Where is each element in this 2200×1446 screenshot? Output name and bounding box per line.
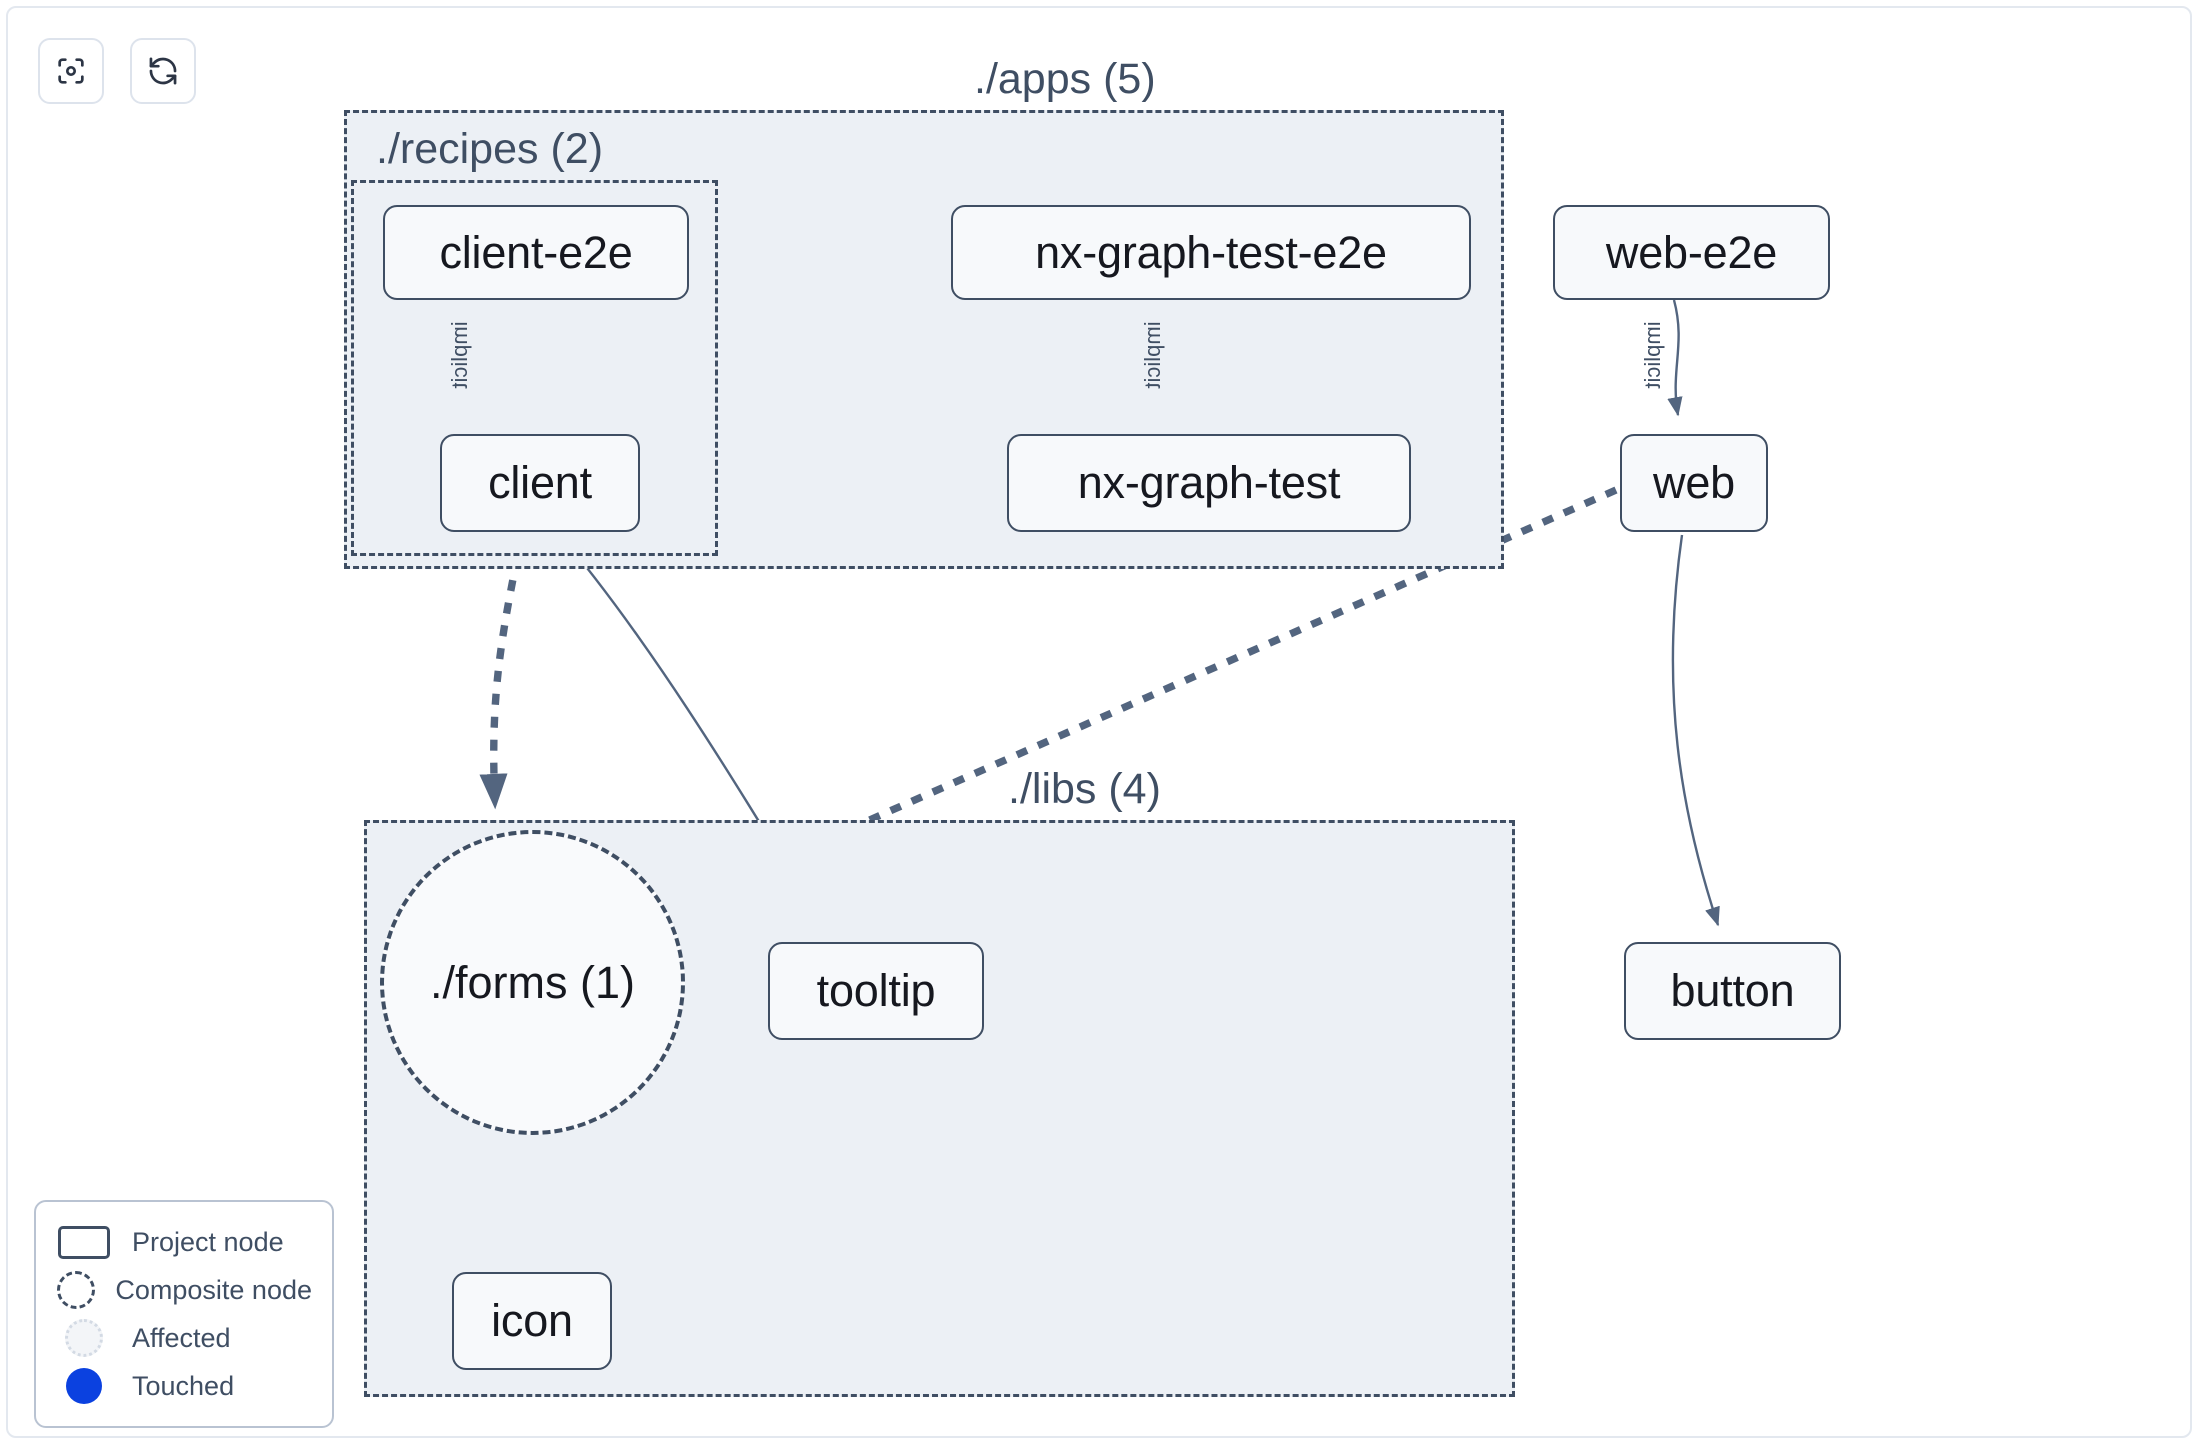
- edge-label-nx-graph-test-e2e-implicit: implicit: [1140, 321, 1165, 389]
- node-web-e2e[interactable]: web-e2e: [1553, 205, 1830, 300]
- group-label-recipes[interactable]: ./recipes (2): [376, 125, 604, 173]
- graph-toolbar: [38, 38, 196, 104]
- node-label: icon: [491, 1295, 573, 1346]
- graph-legend: Project node Composite node Affected Tou…: [34, 1200, 334, 1428]
- node-label: tooltip: [816, 965, 936, 1016]
- node-tooltip[interactable]: tooltip: [768, 942, 984, 1040]
- node-label: web: [1653, 457, 1735, 508]
- edge-web-e2e-to-web[interactable]: [1667, 299, 1683, 417]
- group-label-libs[interactable]: ./libs (4): [1008, 765, 1161, 813]
- legend-label: Composite node: [115, 1274, 312, 1305]
- edge-label-client-e2e-implicit: implicit: [447, 321, 472, 389]
- legend-item-affected: Affected: [56, 1314, 312, 1362]
- node-icon[interactable]: icon: [452, 1272, 612, 1370]
- node-label: client: [488, 457, 592, 508]
- focus-target-icon: [54, 54, 88, 88]
- legend-label: Touched: [132, 1370, 235, 1401]
- refresh-graph-button[interactable]: [130, 38, 196, 104]
- refresh-sync-icon: [146, 54, 180, 88]
- node-label: web-e2e: [1605, 226, 1778, 278]
- node-label: nx-graph-test: [1077, 457, 1341, 508]
- project-node-swatch: [56, 1225, 112, 1259]
- node-label: client-e2e: [439, 226, 633, 278]
- node-nx-graph-test-e2e[interactable]: nx-graph-test-e2e: [951, 205, 1471, 300]
- node-button[interactable]: button: [1624, 942, 1841, 1040]
- legend-item-touched: Touched: [56, 1362, 312, 1410]
- node-web[interactable]: web: [1620, 434, 1768, 532]
- node-nx-graph-test[interactable]: nx-graph-test: [1007, 434, 1411, 532]
- node-label: nx-graph-test-e2e: [1035, 226, 1387, 278]
- group-label-apps[interactable]: ./apps (5): [974, 55, 1156, 103]
- node-client[interactable]: client: [440, 434, 640, 532]
- composite-node-swatch: [56, 1271, 95, 1309]
- edge-label-web-e2e-implicit: implicit: [1640, 321, 1665, 389]
- node-label: ./forms (1): [429, 956, 635, 1008]
- node-client-e2e[interactable]: client-e2e: [383, 205, 689, 300]
- legend-label: Affected: [132, 1322, 231, 1353]
- node-label: button: [1670, 965, 1795, 1016]
- edge-client-to-forms[interactable]: [479, 534, 526, 810]
- legend-item-composite-node: Composite node: [56, 1266, 312, 1314]
- edge-web-to-button[interactable]: [1671, 534, 1720, 927]
- legend-label: Project node: [132, 1226, 284, 1257]
- touched-swatch: [56, 1368, 112, 1404]
- focus-graph-button[interactable]: [38, 38, 104, 104]
- legend-item-project-node: Project node: [56, 1218, 312, 1266]
- node-forms-composite[interactable]: ./forms (1): [380, 830, 685, 1135]
- affected-swatch: [56, 1319, 112, 1357]
